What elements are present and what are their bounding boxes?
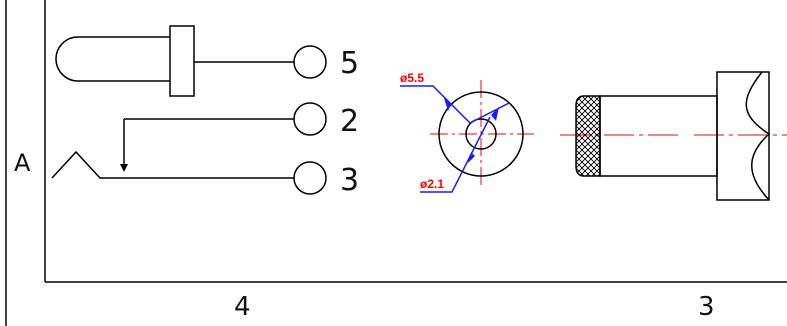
row-label-a: A <box>14 149 31 177</box>
jack-housing <box>716 71 770 201</box>
pin-2-number: 2 <box>340 104 359 139</box>
pin-3-number: 3 <box>340 163 359 198</box>
outer-diameter-label: ø5.5 <box>400 71 424 85</box>
inner-diameter-circle <box>465 118 497 150</box>
plug-flange <box>169 25 195 97</box>
jack-barrel <box>599 95 718 177</box>
plug-body <box>55 36 170 82</box>
jack-side-view <box>560 71 787 201</box>
outer-diameter-dimension-line <box>469 102 510 124</box>
inner-diameter-label: ø2.1 <box>420 177 444 191</box>
housing-break-line <box>745 71 771 201</box>
pin-5-number: 5 <box>340 46 359 81</box>
outer-diameter-arrow-icon-2 <box>491 107 499 121</box>
sheet-frame <box>5 0 787 326</box>
inner-diameter-arrow-icon <box>468 152 475 163</box>
column-label-4: 4 <box>234 292 251 322</box>
knurled-nut <box>575 95 601 177</box>
jack-schematic <box>51 25 327 195</box>
pin-3-terminal <box>293 161 327 195</box>
column-label-3: 3 <box>698 292 715 322</box>
jack-front-view: ø5.5 ø2.1 <box>400 71 534 193</box>
inner-diameter-leader <box>420 116 491 193</box>
outer-diameter-circle <box>438 91 524 177</box>
outer-diameter-leader <box>400 85 471 124</box>
outer-diameter-arrow-icon <box>444 98 451 111</box>
pin-2-terminal <box>293 102 327 136</box>
pin-5-terminal <box>293 45 327 79</box>
spring-contact-wire-pin-3 <box>51 150 294 179</box>
switch-arrow-icon <box>120 164 128 172</box>
